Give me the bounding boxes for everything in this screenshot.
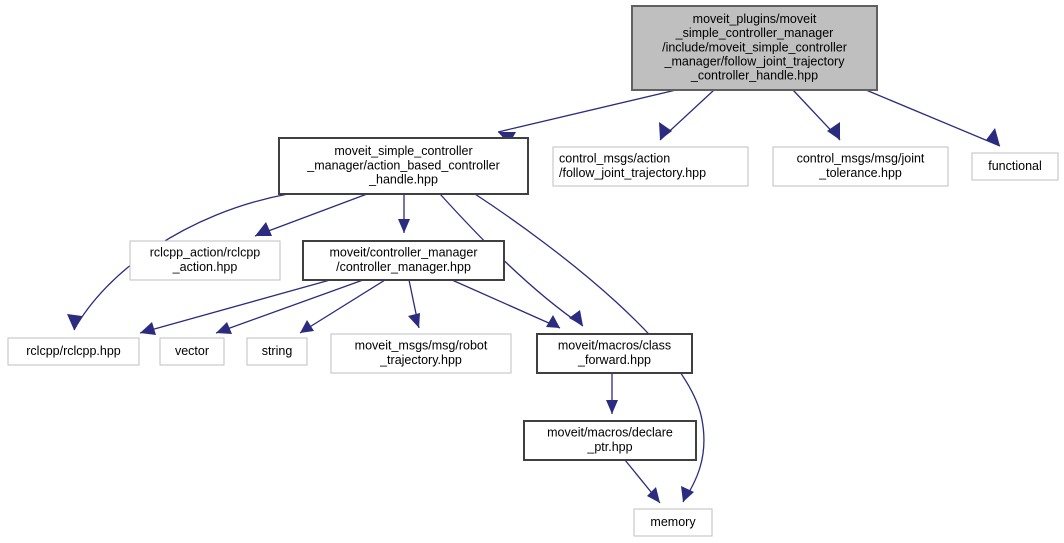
node-action_based[interactable]: moveit_simple_controller_manager/action_… <box>278 137 529 195</box>
node-box[interactable] <box>330 333 512 374</box>
node-label-line: _simple_controller_manager <box>675 26 834 40</box>
node-label-line: moveit/macros/class <box>558 339 671 353</box>
edge-action_based-to-memory <box>474 193 705 503</box>
node-declare_ptr[interactable]: moveit/macros/declare_ptr.hpp <box>523 420 697 461</box>
node-box[interactable] <box>552 146 749 187</box>
node-class_forward[interactable]: moveit/macros/class_forward.hpp <box>536 333 693 374</box>
arrowhead-icon <box>659 122 672 140</box>
arrowhead-icon <box>569 310 583 326</box>
node-label-line: string <box>262 344 293 358</box>
node-label-line: moveit_simple_controller <box>334 144 472 158</box>
node-label-line: _tolerance.hpp <box>818 166 902 180</box>
edge-declare_ptr-to-memory <box>624 459 661 504</box>
edge-action_based-to-rclcpp_action <box>254 193 368 237</box>
node-label-line: _trajectory.hpp <box>379 353 462 367</box>
arrowhead-icon <box>398 219 410 233</box>
arrowhead-icon <box>255 222 272 236</box>
arrowhead-icon <box>408 313 420 328</box>
node-label-line: vector <box>175 344 209 358</box>
node-label-line: _manager/action_based_controller <box>306 158 500 172</box>
edge-controller_manager-to-class_forward <box>451 279 561 329</box>
node-robot_trajectory[interactable]: moveit_msgs/msg/robot_trajectory.hpp <box>330 333 512 374</box>
edge-line <box>254 193 368 237</box>
arrowhead-icon <box>606 400 618 414</box>
node-box[interactable] <box>129 240 281 281</box>
edge-root-to-control_msgs_joint_tolerance <box>792 89 841 141</box>
node-box[interactable] <box>536 333 693 374</box>
arrowhead-icon <box>67 314 82 330</box>
edge-root-to-action_based <box>497 89 677 144</box>
node-label-line: _manager/follow_joint_trajectory <box>664 54 846 68</box>
node-label-line: moveit_plugins/moveit <box>693 12 817 26</box>
node-rclcpp_action[interactable]: rclcpp_action/rclcpp_action.hpp <box>129 240 281 281</box>
node-rclcpp[interactable]: rclcpp/rclcpp.hpp <box>7 337 140 366</box>
node-root[interactable]: moveit_plugins/moveit_simple_controller_… <box>631 5 878 91</box>
node-label-line: rclcpp_action/rclcpp <box>150 246 261 260</box>
node-control_msgs_action[interactable]: control_msgs/action/follow_joint_traject… <box>552 146 749 187</box>
arrowhead-icon <box>216 322 232 334</box>
edge-line <box>497 89 677 133</box>
edge-controller_manager-to-string <box>299 279 386 334</box>
arrowhead-icon <box>300 320 314 333</box>
node-label-line: _action.hpp <box>172 260 238 274</box>
edge-line <box>451 279 561 329</box>
edge-controller_manager-to-robot_trajectory <box>408 279 420 329</box>
node-memory[interactable]: memory <box>633 508 713 537</box>
node-box[interactable] <box>246 337 308 366</box>
node-label-line: _ptr.hpp <box>586 440 632 454</box>
node-label-line: _controller_handle.hpp <box>690 69 818 83</box>
node-label-line: moveit_msgs/msg/robot <box>355 339 488 353</box>
node-label-line: _handle.hpp <box>368 172 438 186</box>
node-label-line: functional <box>988 159 1042 173</box>
node-string[interactable]: string <box>246 337 308 366</box>
node-label-line: control_msgs/msg/joint <box>797 152 925 166</box>
arrowhead-icon <box>546 315 560 328</box>
edge-line <box>474 193 705 503</box>
node-box[interactable] <box>971 152 1059 181</box>
node-box[interactable] <box>278 137 529 195</box>
nodes-layer: moveit_plugins/moveit_simple_controller_… <box>7 5 1059 537</box>
node-box[interactable] <box>159 337 225 366</box>
arrowhead-icon <box>647 487 660 503</box>
edge-controller_manager-to-rclcpp <box>139 279 331 335</box>
node-box[interactable] <box>772 146 949 187</box>
edge-action_based-to-class_forward <box>439 193 584 327</box>
edge-line <box>439 193 584 327</box>
node-functional[interactable]: functional <box>971 152 1059 181</box>
edges-layer <box>67 89 1001 504</box>
node-box[interactable] <box>633 508 713 537</box>
arrowhead-icon <box>681 486 694 502</box>
node-label-line: control_msgs/action <box>559 152 670 166</box>
node-label-line: /follow_joint_trajectory.hpp <box>559 166 706 180</box>
node-label-line: /include/moveit_simple_controller <box>662 40 847 54</box>
node-label-line: moveit/macros/declare <box>547 426 673 440</box>
edge-controller_manager-to-vector <box>215 279 364 334</box>
node-label-line: rclcpp/rclcpp.hpp <box>26 344 121 358</box>
node-box[interactable] <box>302 240 505 281</box>
edge-root-to-control_msgs_action <box>659 89 715 141</box>
arrowhead-icon <box>140 322 156 335</box>
edge-action_based-to-controller_manager <box>398 194 410 233</box>
node-box[interactable] <box>631 5 878 91</box>
arrowhead-icon <box>827 122 840 140</box>
node-label-line: /controller_manager.hpp <box>336 260 471 274</box>
node-label-line: moveit/controller_manager <box>330 246 478 260</box>
edge-line <box>215 279 364 334</box>
node-vector[interactable]: vector <box>159 337 225 366</box>
node-label-line: memory <box>650 515 696 529</box>
node-controller_manager[interactable]: moveit/controller_manager/controller_man… <box>302 240 505 281</box>
node-control_msgs_joint_tolerance[interactable]: control_msgs/msg/joint_tolerance.hpp <box>772 146 949 187</box>
node-label-line: _forward.hpp <box>577 353 651 367</box>
edge-root-to-functional <box>865 89 1001 147</box>
edge-line <box>139 279 331 334</box>
edge-line <box>865 89 1001 147</box>
edge-class_forward-to-declare_ptr <box>606 373 618 414</box>
arrowhead-icon <box>986 128 1000 146</box>
node-box[interactable] <box>7 337 140 366</box>
edge-line <box>299 279 386 334</box>
node-box[interactable] <box>523 420 697 461</box>
